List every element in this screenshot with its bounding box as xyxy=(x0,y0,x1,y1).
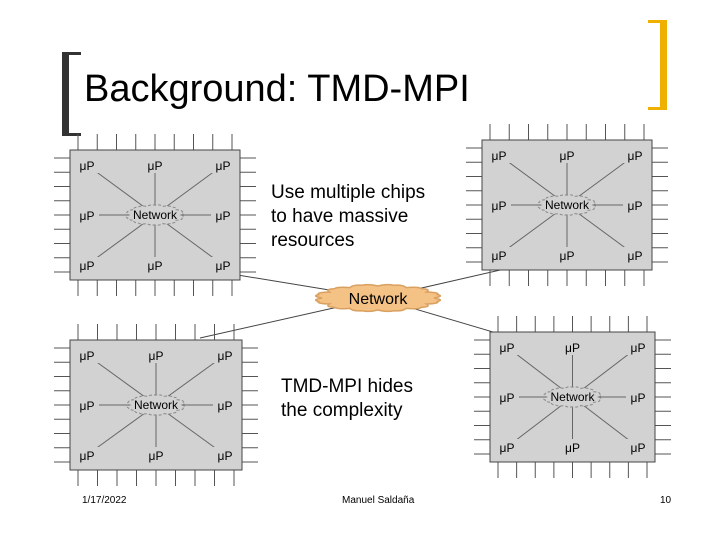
processor-box xyxy=(487,147,511,163)
board-network-label: Network xyxy=(545,198,590,212)
processor-box xyxy=(623,247,647,263)
processor-box xyxy=(560,439,585,455)
processor-label: μP xyxy=(560,149,575,163)
processor-label: μP xyxy=(80,349,95,363)
fpga-board-bottom-left: Network μP μP μP μP μP μP μP μP xyxy=(54,324,258,486)
fpga-board-top-left: Network μP μP μP μP μP μP μP μP xyxy=(54,134,256,296)
processor-label: μP xyxy=(565,341,580,355)
note-multiple-chips: Use multiple chips to have massive resou… xyxy=(271,182,426,251)
processor-box xyxy=(144,347,168,363)
processor-label: μP xyxy=(631,391,646,405)
board-network-star xyxy=(543,386,602,408)
footer-date: 1/17/2022 xyxy=(82,495,127,506)
footer-page-number: 10 xyxy=(660,495,672,506)
processor-label: μP xyxy=(80,159,95,173)
processor-box xyxy=(75,257,99,273)
processor-label: μP xyxy=(492,199,507,213)
processor-box xyxy=(495,339,519,355)
processor-box xyxy=(143,257,167,273)
processor-box xyxy=(623,147,647,163)
processor-label: μP xyxy=(80,449,95,463)
processor-label: μP xyxy=(628,199,643,213)
processor-box xyxy=(495,439,519,455)
processor-box xyxy=(555,147,579,163)
processor-label: μP xyxy=(631,441,646,455)
processor-box xyxy=(213,347,237,363)
title-bracket-left xyxy=(62,52,81,136)
processor-box xyxy=(75,207,99,223)
processor-label: μP xyxy=(492,249,507,263)
board-network-label: Network xyxy=(134,398,179,412)
processor-box xyxy=(75,397,99,413)
processor-box xyxy=(75,157,99,173)
processor-label: μP xyxy=(80,399,95,413)
processor-label: μP xyxy=(565,441,580,455)
processor-label: μP xyxy=(560,249,575,263)
processor-box xyxy=(211,257,235,273)
processor-box xyxy=(555,247,579,263)
processor-box xyxy=(487,247,511,263)
processor-box xyxy=(211,157,235,173)
processor-label: μP xyxy=(218,399,233,413)
processor-box xyxy=(213,447,237,463)
slide-title: Background: TMD-MPI xyxy=(84,68,470,110)
central-network-label: Network xyxy=(349,291,409,308)
processor-box xyxy=(143,157,167,173)
processor-box xyxy=(75,447,99,463)
processor-label: μP xyxy=(492,149,507,163)
processor-box xyxy=(626,339,650,355)
processor-label: μP xyxy=(216,259,231,273)
processor-label: μP xyxy=(80,209,95,223)
processor-label: μP xyxy=(149,349,164,363)
fpga-board-top-right: Network μP μP μP μP μP μP μP μP xyxy=(466,124,668,286)
title-bracket-right xyxy=(648,20,667,110)
processor-box xyxy=(495,389,519,405)
processor-label: μP xyxy=(216,159,231,173)
footer-author: Manuel Saldaña xyxy=(342,495,415,506)
processor-box xyxy=(213,397,237,413)
board-network-star xyxy=(126,394,186,416)
central-network-cloud xyxy=(314,283,442,313)
processor-box xyxy=(487,197,511,213)
board-network-star xyxy=(537,194,597,216)
processor-box xyxy=(560,339,585,355)
central-network: Network xyxy=(314,283,442,313)
board-network-label: Network xyxy=(133,208,178,222)
processor-label: μP xyxy=(500,391,515,405)
processor-label: μP xyxy=(216,209,231,223)
note-hides-complexity: TMD-MPI hides the complexity xyxy=(281,376,413,421)
processor-label: μP xyxy=(628,249,643,263)
processor-label: μP xyxy=(148,259,163,273)
processor-box xyxy=(623,197,647,213)
processor-box xyxy=(75,347,99,363)
board-network-star xyxy=(125,204,185,226)
processor-label: μP xyxy=(631,341,646,355)
processor-box xyxy=(626,439,650,455)
board-network-label: Network xyxy=(550,390,595,404)
processor-label: μP xyxy=(628,149,643,163)
processor-label: μP xyxy=(218,349,233,363)
processor-box xyxy=(144,447,168,463)
fpga-board-bottom-right: Network μP μP μP μP μP μP μP μP xyxy=(474,316,671,478)
processor-box xyxy=(211,207,235,223)
processor-label: μP xyxy=(500,341,515,355)
processor-label: μP xyxy=(80,259,95,273)
processor-label: μP xyxy=(500,441,515,455)
processor-label: μP xyxy=(218,449,233,463)
processor-label: μP xyxy=(148,159,163,173)
processor-box xyxy=(626,389,650,405)
processor-label: μP xyxy=(149,449,164,463)
